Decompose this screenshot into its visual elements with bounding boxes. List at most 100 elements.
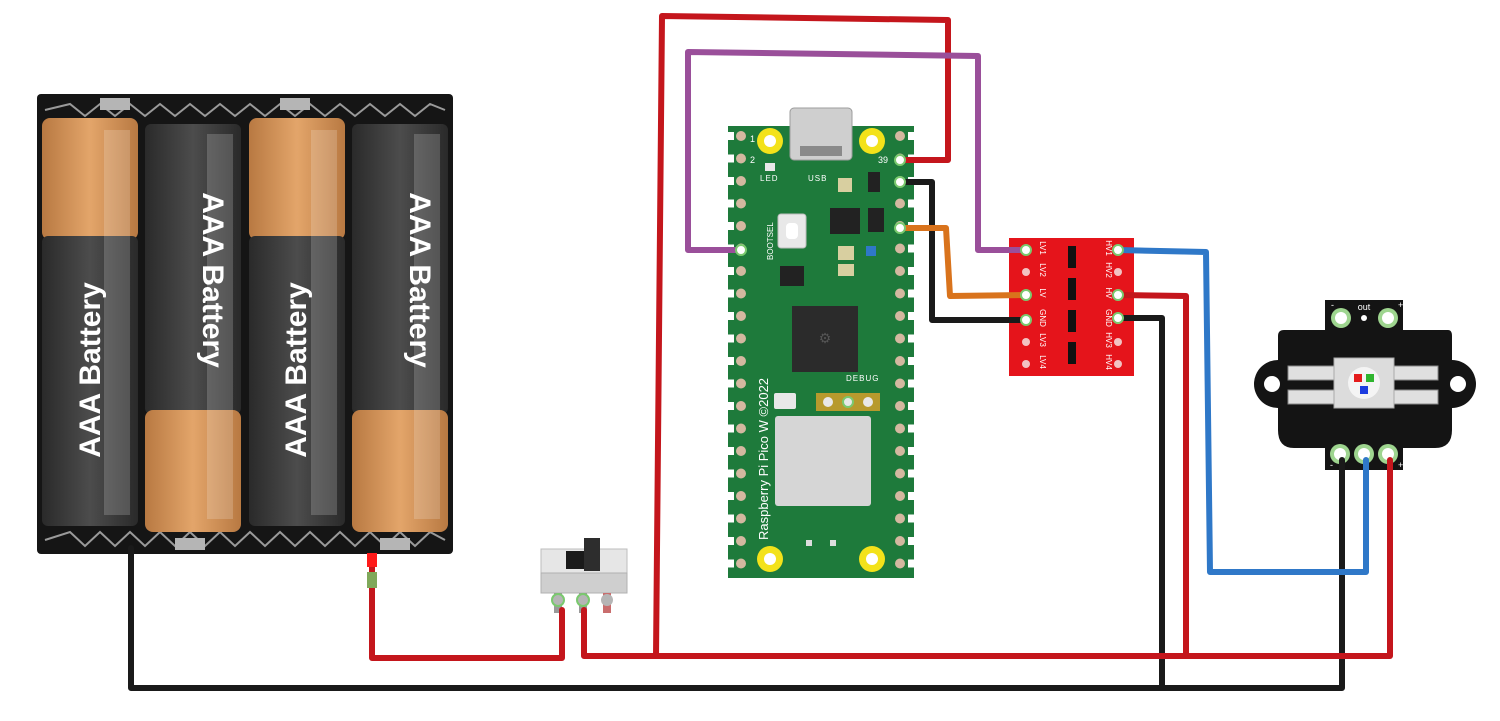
pico-pin-castellation <box>728 514 734 523</box>
battery-label: AAA Battery <box>280 282 313 458</box>
pico-pin <box>736 221 746 231</box>
terminal-tab <box>280 98 310 110</box>
rgb-led-module: out - + - + <box>1254 300 1476 470</box>
wire-ground-shifter-hv[interactable] <box>1115 315 1165 691</box>
pico-pin <box>736 401 746 411</box>
terminal-tab <box>100 98 130 110</box>
level-shifter-pin <box>1022 338 1030 346</box>
connection-points <box>735 154 1124 326</box>
level-shifter-pin-label: HV2 <box>1104 262 1113 278</box>
wire-3v3[interactable] <box>897 225 1029 299</box>
pico-pin-castellation <box>728 357 734 365</box>
terminal-tab <box>380 538 410 550</box>
led-label: LED <box>760 174 779 183</box>
rp2040-chip <box>792 306 858 372</box>
pico-pin <box>895 266 905 276</box>
pico-pin-castellation <box>728 469 734 478</box>
wire-switch-to-led-vcc[interactable] <box>581 457 1393 659</box>
pico-pin <box>736 311 746 321</box>
pico-pin-castellation <box>908 447 914 455</box>
level-shifter-pin-label: LV4 <box>1038 355 1047 369</box>
level-shifter-pin-label: GND <box>1104 309 1113 327</box>
battery-cell-2: AAA Battery <box>145 124 241 532</box>
wire-battery-to-switch[interactable] <box>369 557 565 661</box>
pico-pin <box>736 333 746 344</box>
level-shifter-pin-label: HV <box>1104 287 1113 299</box>
battery-label: AAA Battery <box>74 282 107 458</box>
pico-pin <box>736 558 746 569</box>
battery-holder <box>37 94 453 554</box>
pico-pin <box>895 423 905 434</box>
wire-vsys[interactable] <box>653 13 951 659</box>
pico-pin-castellation <box>908 312 914 320</box>
pico-pin <box>895 288 905 299</box>
wire-shifter-hv[interactable] <box>1115 292 1189 659</box>
level-shifter-pin-label: HV1 <box>1104 240 1113 256</box>
battery-label: AAA Battery <box>196 192 229 368</box>
level-shifter-pin <box>1114 360 1122 368</box>
level-shifter-pin-label: LV3 <box>1038 333 1047 347</box>
pico-pin <box>895 468 905 479</box>
battery-pack: AAA Battery AAA Battery AAA Battery AAA … <box>37 94 453 554</box>
minus-label-top: - <box>1331 300 1334 310</box>
level-shifter-pin-label: GND <box>1038 309 1047 327</box>
chip <box>830 208 860 234</box>
pico-pin <box>736 198 746 209</box>
pin-1-label: 1 <box>750 134 755 144</box>
pico-pin <box>895 311 905 321</box>
pico-pin-castellation <box>908 357 914 365</box>
pico-pin-castellation <box>728 199 734 208</box>
level-shifter-pin-label: LV1 <box>1038 241 1047 255</box>
pico-pin <box>736 266 746 276</box>
pico-pin-castellation <box>908 424 914 433</box>
level-shifter-pin <box>1022 360 1030 368</box>
pico-pin <box>895 558 905 569</box>
minus-label-bottom: - <box>1330 460 1333 470</box>
pico-pin-castellation <box>908 379 914 388</box>
pico-pin-castellation <box>728 424 734 433</box>
pico-pin <box>736 423 746 434</box>
slide-switch[interactable] <box>540 538 628 613</box>
pico-pin-castellation <box>728 177 734 185</box>
pin-39-label: 39 <box>878 155 888 165</box>
pico-pin <box>895 333 905 344</box>
pico-pin <box>736 176 746 186</box>
pico-pin <box>895 513 905 524</box>
pico-pin-castellation <box>908 514 914 523</box>
pico-pin-castellation <box>728 289 734 298</box>
plus-label-bottom: + <box>1398 460 1403 470</box>
pico-pin <box>736 356 746 366</box>
pico-board-name: Raspberry Pi Pico W ©2022 <box>756 378 771 540</box>
battery-cell-1: AAA Battery <box>42 118 138 526</box>
mount-hole <box>1450 376 1466 392</box>
wire-ground-pico[interactable] <box>897 179 1029 323</box>
pico-pin <box>895 401 905 411</box>
pico-pin-castellation <box>728 132 734 140</box>
pico-pin-castellation <box>908 267 914 275</box>
wire-hv-data[interactable] <box>1115 247 1369 575</box>
bootsel-label: BOOTSEL <box>766 222 775 260</box>
pico-pin <box>895 491 905 501</box>
level-shifter-pin <box>1114 338 1122 346</box>
pico-w-board: 1 2 39 LED USB BOOTSEL ⚙ DEBUG Raspberry… <box>728 107 914 578</box>
wires <box>128 13 1393 691</box>
pico-pin-castellation <box>728 537 734 545</box>
pico-pin <box>736 153 746 164</box>
battery-label: AAA Battery <box>403 192 436 368</box>
level-shifter-pin-label: LV <box>1038 288 1047 298</box>
pico-pin <box>736 288 746 299</box>
wire-gpio-data[interactable] <box>685 49 1029 253</box>
pico-pin-castellation <box>908 244 914 253</box>
level-shifter-pin <box>1114 268 1122 276</box>
mount-hole <box>1264 376 1280 392</box>
pico-pin-castellation <box>728 447 734 455</box>
terminal-tab <box>175 538 205 550</box>
pico-pin-castellation <box>728 559 734 568</box>
pico-pin <box>736 446 746 456</box>
pico-pin-castellation <box>908 492 914 500</box>
pico-pin <box>895 446 905 456</box>
pico-pin-castellation <box>728 312 734 320</box>
